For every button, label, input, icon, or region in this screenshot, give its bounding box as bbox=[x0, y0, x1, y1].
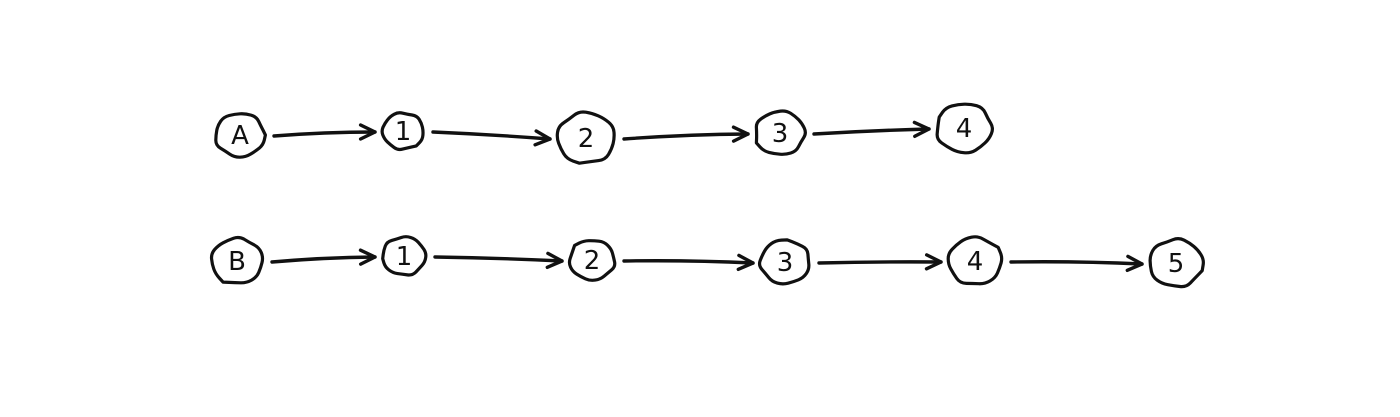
list-node: 3 bbox=[757, 238, 811, 286]
node-circle bbox=[380, 111, 425, 152]
list-node: 5 bbox=[1148, 237, 1205, 289]
arrow-shaft bbox=[817, 260, 943, 265]
arrow-head bbox=[1125, 254, 1144, 272]
arrow-head bbox=[924, 253, 943, 271]
arrow-edge bbox=[817, 253, 943, 271]
node-circle bbox=[754, 109, 807, 156]
arrow-shaft bbox=[812, 127, 931, 136]
arrow-edge bbox=[1009, 254, 1144, 272]
list-node: 4 bbox=[946, 235, 1004, 286]
arrow-shaft bbox=[270, 255, 377, 264]
arrow-shaft bbox=[433, 255, 564, 263]
node-label: 1 bbox=[396, 242, 413, 272]
node-label: 1 bbox=[395, 117, 412, 147]
arrow-shaft bbox=[622, 132, 750, 141]
arrow-head bbox=[736, 253, 755, 271]
arrow-edge bbox=[431, 129, 552, 147]
node-label: 3 bbox=[777, 248, 794, 278]
list-head-node: B bbox=[209, 235, 265, 285]
node-circle bbox=[946, 235, 1004, 286]
list-node: 2 bbox=[555, 110, 616, 165]
list-node: 2 bbox=[567, 239, 617, 282]
arrow-edge bbox=[272, 123, 377, 141]
arrow-edge bbox=[270, 248, 377, 266]
arrow-shaft bbox=[1009, 260, 1144, 266]
arrow-edge bbox=[433, 251, 564, 269]
arrow-head bbox=[358, 248, 377, 266]
arrow-head bbox=[731, 125, 750, 143]
node-label: 3 bbox=[772, 119, 789, 149]
node-circle bbox=[567, 239, 617, 282]
list-node: 3 bbox=[754, 109, 807, 156]
node-label: 4 bbox=[967, 247, 984, 277]
node-label: 2 bbox=[584, 246, 601, 276]
node-circle bbox=[757, 238, 811, 286]
node-label: 5 bbox=[1168, 249, 1185, 279]
arrow-shaft bbox=[431, 130, 552, 141]
list-node: 1 bbox=[380, 111, 425, 152]
arrow-edge bbox=[622, 125, 750, 143]
arrow-shaft bbox=[272, 130, 377, 138]
arrow-head bbox=[358, 123, 377, 141]
node-circle bbox=[935, 102, 994, 155]
arrow-head bbox=[545, 251, 564, 269]
node-circle bbox=[214, 112, 267, 159]
node-label: B bbox=[228, 247, 246, 277]
list-node: 4 bbox=[935, 102, 994, 155]
node-label: 4 bbox=[956, 114, 973, 144]
arrow-head bbox=[912, 120, 931, 138]
node-label: 2 bbox=[578, 124, 595, 154]
node-circle bbox=[555, 110, 616, 165]
arrow-shaft bbox=[622, 259, 755, 265]
list-node: 1 bbox=[381, 235, 428, 277]
arrow-edge bbox=[812, 120, 931, 138]
list-head-node: A bbox=[214, 112, 267, 159]
node-circle bbox=[209, 235, 265, 285]
node-circle bbox=[1148, 237, 1205, 289]
node-label: A bbox=[231, 121, 249, 151]
node-circle bbox=[381, 235, 428, 277]
list-row-b: B 1 2 3 4 5 bbox=[209, 235, 1205, 289]
list-row-a: A 1 2 3 4 bbox=[214, 102, 994, 165]
arrow-head bbox=[533, 129, 552, 147]
arrow-edge bbox=[622, 253, 755, 271]
